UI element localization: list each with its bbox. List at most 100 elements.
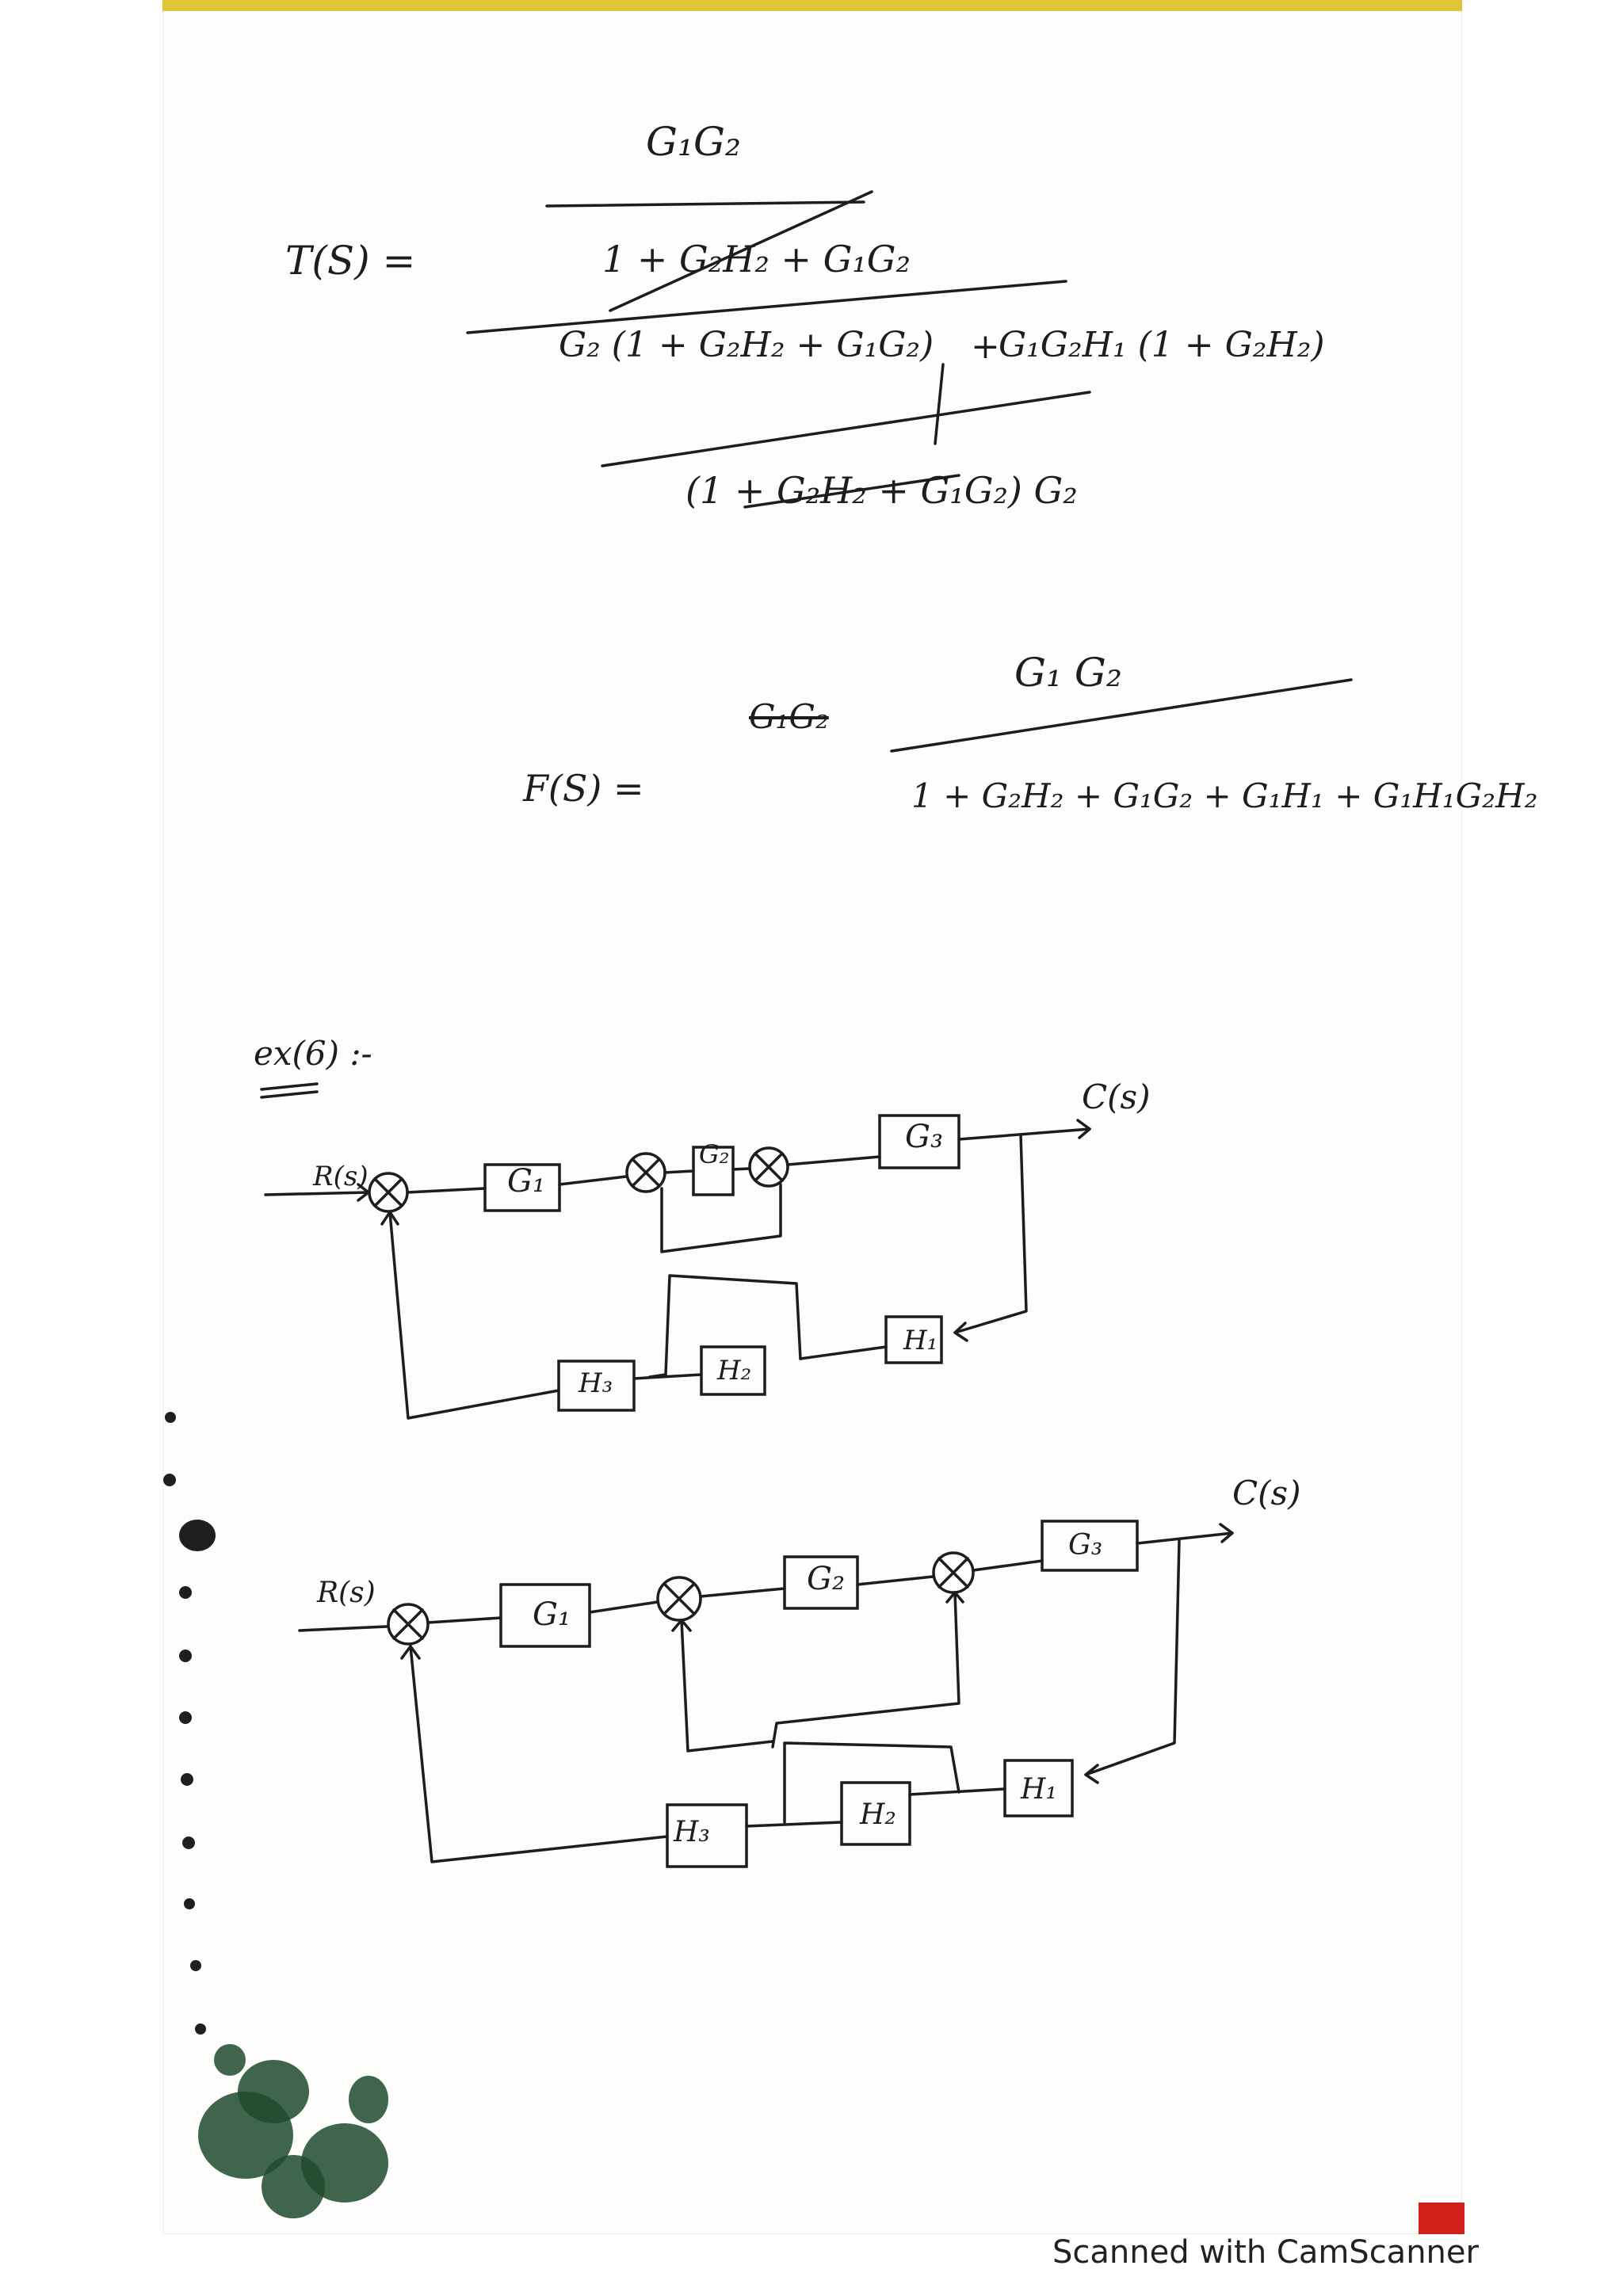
top-edge-strip xyxy=(162,0,1462,11)
d2-sum3-to-g3 xyxy=(972,1559,1044,1572)
d2-block-g3-box xyxy=(1041,1520,1139,1572)
binder-hole xyxy=(184,1898,195,1909)
eq1-middle-plus: + xyxy=(971,326,1000,367)
binder-hole xyxy=(195,2023,206,2035)
binder-hole xyxy=(163,1474,176,1486)
d1-output-label: C(s) xyxy=(1082,1077,1151,1116)
red-corner-mark xyxy=(1419,2203,1465,2234)
d1-h1-to-h2 xyxy=(799,1345,888,1360)
binder-hole xyxy=(181,1773,193,1786)
d2-sum3-arrow xyxy=(945,1591,964,1604)
d1-sum3-x-b xyxy=(754,1152,784,1182)
binder-hole xyxy=(165,1412,176,1423)
eq1-top-fraction-bar xyxy=(545,200,865,208)
d2-h2-to-h3 xyxy=(745,1821,843,1828)
stain-blot xyxy=(238,2060,309,2123)
d2-block-h1: H₁ xyxy=(1021,1773,1057,1806)
binder-hole xyxy=(190,1960,201,1971)
d2-output-label: C(s) xyxy=(1232,1474,1301,1512)
d2-sum1-x-b xyxy=(392,1608,424,1640)
d2-block-g2-box xyxy=(783,1555,859,1610)
binder-hole xyxy=(182,1836,195,1849)
scanner-watermark: Scanned with CamScanner xyxy=(1052,2234,1479,2271)
d1-block-g3: G₃ xyxy=(905,1119,943,1155)
d2-g1-to-sum2 xyxy=(588,1600,659,1614)
d2-sum1-to-g1 xyxy=(426,1616,502,1624)
d2-block-h2: H₂ xyxy=(860,1798,896,1831)
eq1-lower-strike xyxy=(743,474,960,509)
eq1-bottom: (1 + G₂H₂ + G₁G₂) G₂ xyxy=(685,469,1078,512)
binder-hole xyxy=(179,1711,192,1724)
d2-input-line xyxy=(298,1625,388,1632)
d2-block-h2-box xyxy=(840,1781,911,1846)
d2-inner-loop-a xyxy=(771,1591,960,1749)
d2-inner-loop-b xyxy=(680,1619,774,1753)
stain-blot xyxy=(349,2076,388,2123)
d2-block-g3: G₃ xyxy=(1068,1529,1103,1562)
stain-blot xyxy=(262,2155,325,2218)
d2-h3-feedback xyxy=(409,1645,669,1863)
d1-block-h2-box xyxy=(700,1345,766,1396)
d2-block-h1-box xyxy=(1003,1759,1074,1817)
d2-block-g1-box xyxy=(499,1583,591,1648)
d2-output-line xyxy=(1136,1531,1234,1545)
stain-blot xyxy=(214,2044,246,2076)
d1-input-label: R(s) xyxy=(313,1161,369,1192)
d2-sum2-x-b xyxy=(663,1582,696,1615)
d2-sum2-arrow xyxy=(671,1619,692,1632)
d1-h2-to-h3 xyxy=(632,1373,703,1380)
d1-sum3-to-g3 xyxy=(786,1155,881,1166)
eq2-struck-term: G₁G₂ xyxy=(749,697,829,736)
d2-g2-to-sum3 xyxy=(856,1575,934,1586)
eq2-lhs: F(S) = xyxy=(523,767,644,810)
paper-sheet xyxy=(162,0,1462,2234)
d1-inner-loop xyxy=(660,1183,782,1253)
d1-summing-junction-3 xyxy=(748,1146,789,1188)
d1-block-h1: H₁ xyxy=(903,1325,938,1356)
d1-block-h2: H₂ xyxy=(717,1355,752,1386)
eq2-denominator: 1 + G₂H₂ + G₁G₂ + G₁H₁ + G₁H₁G₂H₂ xyxy=(911,776,1538,815)
d1-sum2-x-b xyxy=(631,1158,661,1188)
eq1-main-fraction-bar xyxy=(466,280,1067,334)
eq2-numerator: G₁ G₂ xyxy=(1014,650,1122,696)
d2-h2-branch xyxy=(783,1741,960,1824)
d1-sum1-to-g1 xyxy=(406,1187,487,1194)
binder-hole xyxy=(179,1520,216,1551)
d1-block-h3: H₃ xyxy=(579,1367,613,1399)
d2-block-h3: H₃ xyxy=(674,1816,710,1848)
d2-h3-arrow xyxy=(400,1645,421,1660)
d1-h3-arrow xyxy=(380,1211,399,1226)
example-underline-2 xyxy=(260,1090,319,1099)
d1-h1-arrow xyxy=(953,1322,968,1342)
eq1-top-strike xyxy=(609,190,873,312)
binder-hole xyxy=(179,1586,192,1599)
d1-sum1-x-b xyxy=(373,1177,403,1207)
d1-block-g3-box xyxy=(878,1114,960,1169)
d1-block-g1: G₁ xyxy=(507,1163,545,1199)
d2-block-h3-box xyxy=(666,1803,748,1868)
eq1-plus-stroke xyxy=(934,363,945,445)
binder-hole xyxy=(179,1650,192,1662)
d1-block-g2: G₂ xyxy=(699,1139,730,1169)
d2-h1-arrow xyxy=(1084,1764,1099,1784)
eq1-middle-term2: G₁G₂H₁ (1 + G₂H₂) xyxy=(999,325,1325,365)
eq1-lower-fraction-bar xyxy=(601,391,1091,467)
d1-block-g2-box xyxy=(692,1146,735,1196)
d1-block-h3-box xyxy=(557,1360,636,1412)
d2-block-g2: G₂ xyxy=(807,1561,845,1597)
d1-h3-feedback xyxy=(388,1211,560,1420)
d1-block-g1-box xyxy=(483,1163,561,1212)
d2-h1-feedback xyxy=(1084,1539,1181,1776)
example-underline-1 xyxy=(260,1082,319,1091)
d1-h2-branch xyxy=(648,1274,802,1379)
d2-h1-to-h2 xyxy=(908,1787,1006,1796)
d1-output-arrow xyxy=(1076,1119,1091,1139)
d1-input-line xyxy=(264,1191,370,1196)
d1-output-line xyxy=(957,1127,1091,1141)
example-heading: ex(6) :- xyxy=(254,1034,372,1073)
d2-output-arrow xyxy=(1219,1523,1234,1543)
eq1-middle-term1: G₂ (1 + G₂H₂ + G₁G₂) xyxy=(559,325,934,365)
d2-summing-junction-2 xyxy=(656,1576,702,1622)
